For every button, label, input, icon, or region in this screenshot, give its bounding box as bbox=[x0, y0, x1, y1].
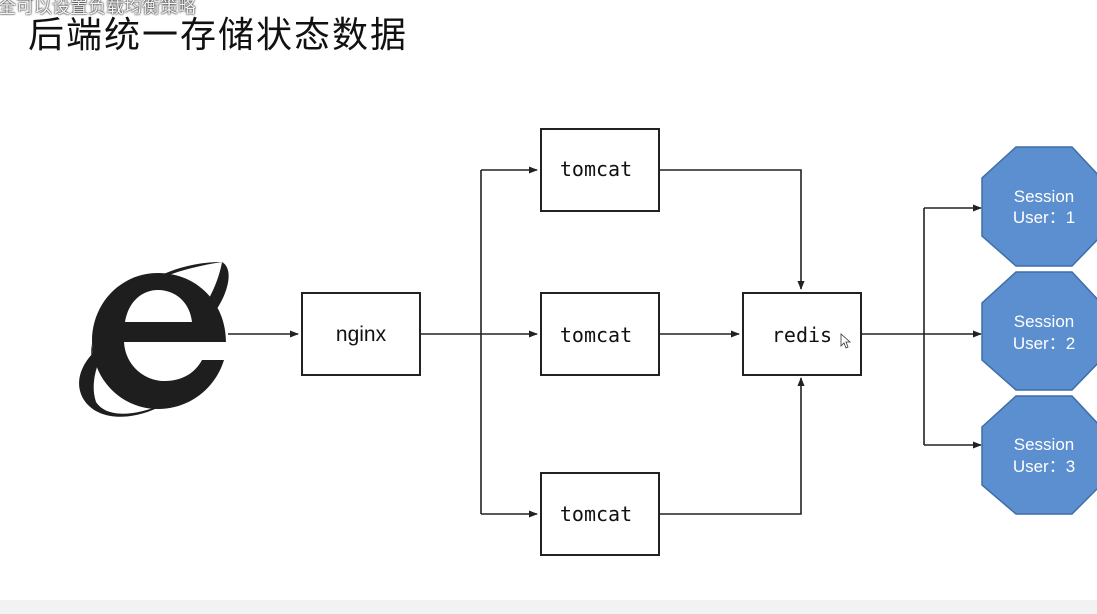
edge-tomcat-3-redis bbox=[659, 377, 805, 515]
tomcat-label: tomcat bbox=[560, 323, 632, 347]
internet-explorer-icon bbox=[79, 262, 229, 417]
tomcat-label: tomcat bbox=[560, 157, 632, 181]
session-node-1: Session User：1 bbox=[981, 146, 1097, 267]
tomcat-node-3: tomcat bbox=[540, 472, 660, 556]
tomcat-node-2: tomcat bbox=[540, 292, 660, 376]
session-node-2: Session User：2 bbox=[981, 271, 1097, 391]
session-label: Session bbox=[1014, 312, 1074, 331]
top-caption: 全可以设置负载均衡策略 bbox=[0, 0, 196, 18]
nginx-label: nginx bbox=[336, 323, 387, 346]
tomcat-node-1: tomcat bbox=[540, 128, 660, 212]
nginx-node: nginx bbox=[301, 292, 421, 376]
page-title: 后端统一存储状态数据 bbox=[28, 15, 409, 56]
edge-tomcat-1-redis bbox=[659, 169, 805, 290]
session-label: Session bbox=[1014, 187, 1074, 206]
redis-label: redis bbox=[772, 323, 832, 347]
session-user-label: User：3 bbox=[1013, 457, 1075, 476]
session-node-3: Session User：3 bbox=[981, 395, 1097, 515]
session-label: Session bbox=[1014, 435, 1074, 454]
bottom-strip bbox=[0, 600, 1097, 614]
session-user-label: User：2 bbox=[1013, 334, 1075, 353]
redis-node: redis bbox=[742, 292, 862, 376]
mouse-cursor-icon bbox=[840, 333, 852, 349]
tomcat-label: tomcat bbox=[560, 502, 632, 526]
session-user-label: User：1 bbox=[1013, 208, 1075, 227]
